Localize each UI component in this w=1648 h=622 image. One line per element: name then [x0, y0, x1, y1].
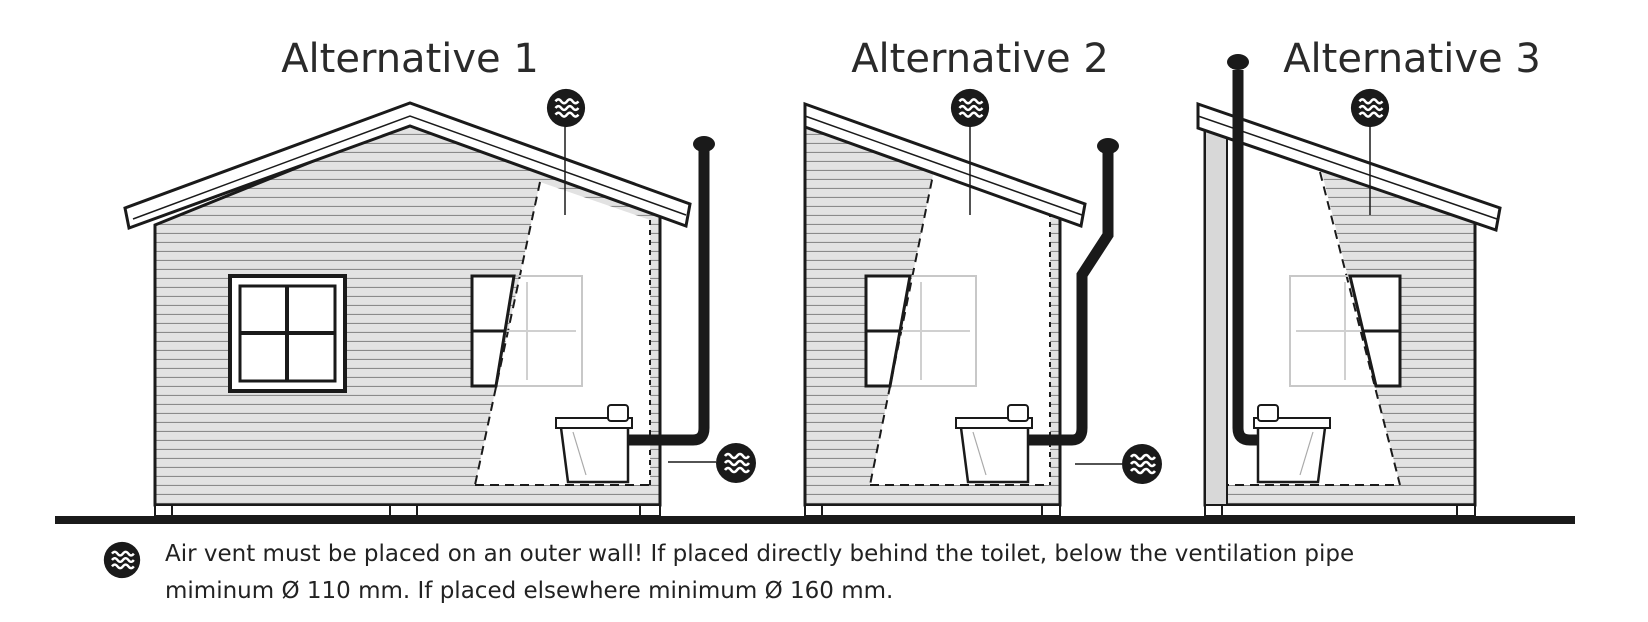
legend-caption: Air vent must be placed on an outer wall…: [165, 536, 1635, 610]
toilet: [955, 404, 1033, 484]
ventilation-pipe: [1232, 70, 1258, 446]
wall-vent-callout: [668, 441, 758, 485]
roof-vent-callout: [545, 87, 587, 215]
toilet: [555, 404, 633, 484]
ventilation-pipe: [1028, 152, 1114, 446]
air-vent-icon: [1349, 87, 1391, 129]
window-cutaway: [864, 274, 977, 388]
air-vent-icon: [949, 87, 991, 129]
ventilation-pipe: [628, 150, 710, 446]
alternative-1-title: Alternative 1: [281, 36, 539, 82]
air-vent-icon: [545, 87, 587, 129]
window-cutaway: [1289, 274, 1402, 388]
cutaway-interior: [870, 165, 1050, 485]
alternative-3-house: [1196, 54, 1502, 517]
legend-line-2: miminum Ø 110 mm. If placed elsewhere mi…: [165, 578, 894, 604]
toilet: [1253, 404, 1331, 484]
wall-vent-callout: [1075, 442, 1164, 486]
ground-line: [55, 516, 1575, 524]
alternative-2-house: [803, 87, 1164, 517]
legend-line-1: Air vent must be placed on an outer wall…: [165, 541, 1355, 567]
window: [228, 274, 347, 393]
alternative-1-house: [123, 87, 758, 517]
air-vent-icon: [1120, 442, 1164, 486]
roof-vent-callout: [949, 87, 991, 215]
window-cutaway: [470, 274, 583, 388]
air-vent-icon: [714, 441, 758, 485]
cutaway-interior: [475, 182, 650, 485]
alternative-3-title: Alternative 3: [1283, 36, 1541, 82]
roof-vent-callout: [1349, 87, 1391, 215]
cutaway-interior: [1205, 125, 1400, 485]
legend-air-vent-icon: [102, 540, 142, 580]
alternative-2-title: Alternative 2: [851, 36, 1109, 82]
